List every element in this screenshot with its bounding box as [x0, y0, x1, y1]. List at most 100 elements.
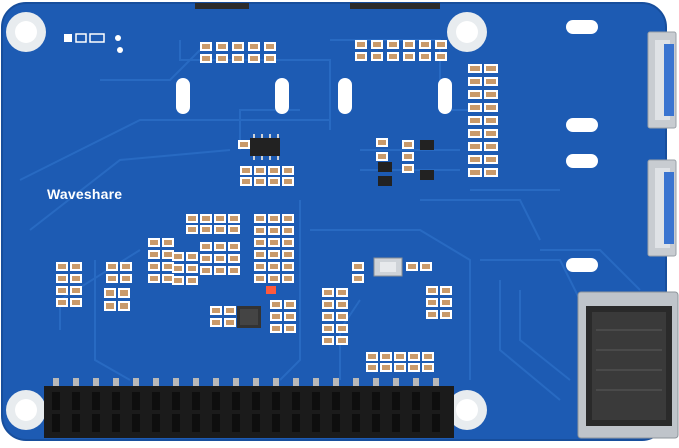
header-pin-socket — [172, 414, 180, 432]
smd-component-body — [378, 140, 386, 145]
smd-component-body — [368, 354, 376, 359]
header-pin-socket — [392, 392, 400, 410]
smd-component-body — [150, 252, 158, 257]
smd-component-body — [202, 244, 210, 249]
smd-component-body — [324, 338, 332, 343]
smd-component-body — [256, 179, 264, 184]
smd-component-body — [338, 326, 346, 331]
smd-component-body — [108, 276, 116, 281]
smd-component-body — [72, 300, 80, 305]
smd-component-body — [428, 312, 436, 317]
smd-component-body — [410, 365, 418, 370]
smd-component-body — [284, 240, 292, 245]
smd-component-body — [250, 44, 258, 49]
smd-component-body — [486, 105, 496, 110]
smd-component-body — [404, 142, 412, 147]
smd-component-body — [396, 365, 404, 370]
smd-component-body — [389, 42, 397, 47]
header-pin-socket — [372, 392, 380, 410]
smd-component-body — [256, 276, 264, 281]
pin-header-icon — [44, 378, 454, 438]
smd-component-body — [216, 256, 224, 261]
smd-component-body — [284, 276, 292, 281]
smd-component-body — [216, 216, 224, 221]
header-pin — [233, 378, 239, 386]
smd-component-body — [405, 54, 413, 59]
smd-component-body — [421, 42, 429, 47]
mounting-hole-icon — [6, 12, 46, 52]
header-pin-socket — [52, 414, 60, 432]
smd-component-body — [256, 264, 264, 269]
usb-port-icon — [647, 31, 677, 129]
smd-component-body — [470, 170, 480, 175]
smd-component-body — [405, 42, 413, 47]
smd-component-body — [284, 252, 292, 257]
smd-component-body — [368, 365, 376, 370]
smd-component-body — [442, 288, 450, 293]
mounting-hole-icon — [6, 390, 46, 430]
smd-component-body — [270, 252, 278, 257]
smd-component-body — [164, 276, 172, 281]
smd-component-body — [470, 66, 480, 71]
smd-component-body — [470, 79, 480, 84]
header-pin-socket — [112, 392, 120, 410]
header-pin-socket — [52, 392, 60, 410]
smd-component-body — [470, 144, 480, 149]
smd-component-body — [378, 154, 386, 159]
smd-component-body — [58, 288, 66, 293]
led-icon — [266, 286, 276, 294]
smd-component-body — [422, 264, 430, 269]
smd-component-body — [382, 365, 390, 370]
smd-component-body — [150, 276, 158, 281]
smd-component-body — [486, 170, 496, 175]
mounting-hole-icon — [447, 12, 487, 52]
header-pin-socket — [352, 414, 360, 432]
smd-component-body — [58, 264, 66, 269]
smd-component-body — [396, 354, 404, 359]
smd-component-body — [486, 79, 496, 84]
smd-component-body — [120, 303, 128, 309]
smd-component-body — [250, 56, 258, 61]
smd-component-body — [226, 308, 234, 313]
header-pin-socket — [332, 392, 340, 410]
smd-component-body — [357, 42, 365, 47]
smd-component-body — [486, 66, 496, 71]
header-pin — [153, 378, 159, 386]
smd-component-body — [202, 256, 210, 261]
smd-component-body — [256, 240, 264, 245]
smd-component-body — [272, 314, 280, 319]
smd-component-body — [218, 44, 226, 49]
smd-component-body — [242, 179, 250, 184]
smd-component-body — [230, 244, 238, 249]
smd-component-body — [122, 264, 130, 269]
header-pin — [353, 378, 359, 386]
smd-component-body — [256, 228, 264, 233]
header-pin — [313, 378, 319, 386]
smd-component-body — [270, 168, 278, 173]
smd-component-body — [270, 228, 278, 233]
smd-component-body — [421, 54, 429, 59]
smd-component-body — [188, 266, 196, 271]
smd-component-body — [230, 227, 238, 232]
pcb-board — [1, 2, 667, 441]
header-pin-socket — [132, 414, 140, 432]
header-pin-socket — [232, 392, 240, 410]
header-pin-socket — [212, 392, 220, 410]
smd-component-body — [164, 252, 172, 257]
header-pin-socket — [412, 392, 420, 410]
smd-component-body — [216, 244, 224, 249]
smd-component-body — [202, 227, 210, 232]
header-pin-socket — [212, 414, 220, 432]
header-pin — [73, 378, 79, 386]
ic-chip-icon — [237, 306, 261, 328]
usb-port-icon — [647, 159, 677, 257]
header-pin — [273, 378, 279, 386]
smd-component-body — [58, 276, 66, 281]
smd-component-body — [270, 264, 278, 269]
smd-component-body — [286, 302, 294, 307]
header-pin-socket — [252, 392, 260, 410]
header-pin-socket — [92, 392, 100, 410]
header-pin-socket — [152, 414, 160, 432]
header-pin-socket — [312, 392, 320, 410]
header-pin-socket — [92, 414, 100, 432]
